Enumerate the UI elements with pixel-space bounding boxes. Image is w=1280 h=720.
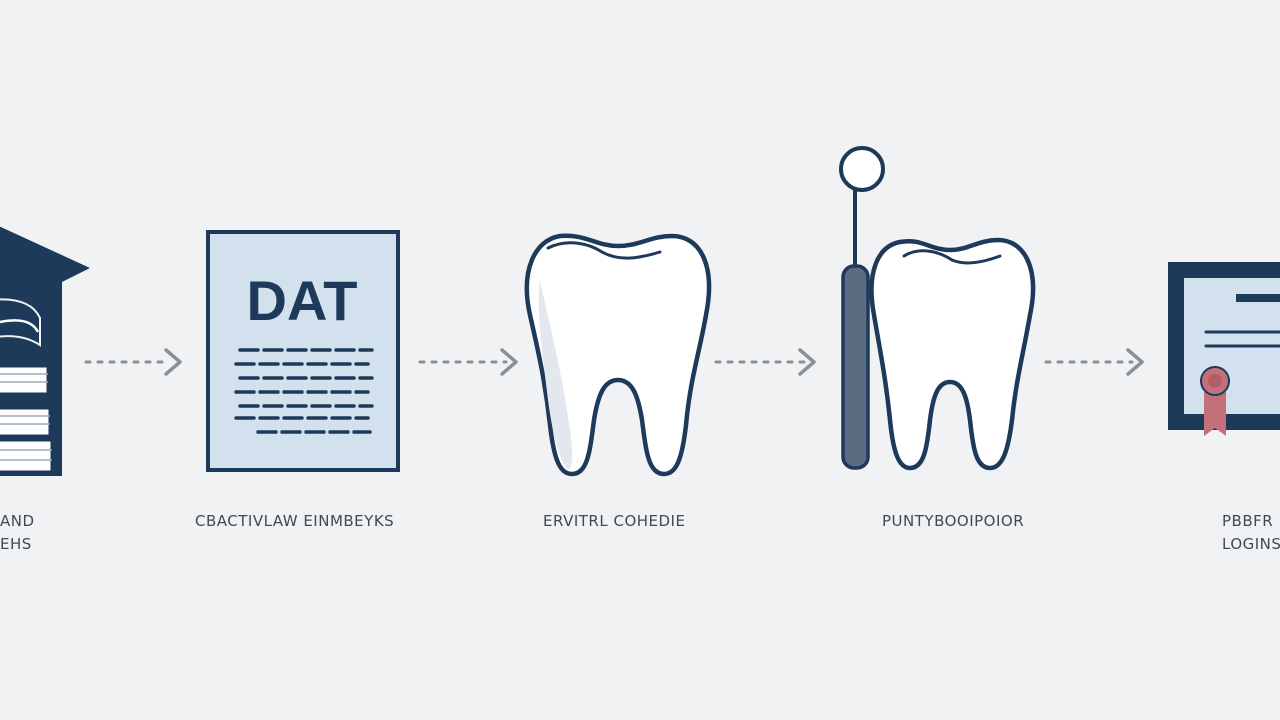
dotted-arrow-icon bbox=[714, 348, 816, 376]
document-heading: DAT bbox=[247, 269, 358, 332]
dotted-arrow-icon bbox=[84, 348, 182, 376]
dat-document-icon: DAT bbox=[206, 230, 400, 472]
step-label-license: PBBFR LOGINS bbox=[1222, 510, 1280, 556]
step-label-dental-school: ERVITRL COHEDIE bbox=[543, 510, 685, 533]
graduation-books-icon bbox=[0, 226, 90, 476]
certificate-icon bbox=[1168, 262, 1280, 436]
label-line: PBBFR bbox=[1222, 512, 1274, 530]
step-label-practice: PUNTYBOOIPOIOR bbox=[882, 510, 1024, 533]
dotted-arrow-icon bbox=[1044, 348, 1144, 376]
dotted-arrow-icon bbox=[418, 348, 518, 376]
label-line: AND bbox=[0, 512, 35, 530]
tooth-with-dental-mirror-icon bbox=[839, 146, 1036, 471]
tooth-icon bbox=[524, 233, 712, 477]
label-line: ERVITRL COHEDIE bbox=[543, 512, 686, 530]
label-line: CBACTIVLAW EINMBEYKS bbox=[195, 512, 395, 530]
label-line: PUNTYBOOIPOIOR bbox=[882, 512, 1025, 530]
label-line: EHS bbox=[0, 535, 32, 553]
label-line: LOGINS bbox=[1222, 535, 1280, 553]
step-label-education: AND EHS bbox=[0, 510, 35, 556]
step-label-dat: CBACTIVLAW EINMBEYKS bbox=[195, 510, 394, 533]
